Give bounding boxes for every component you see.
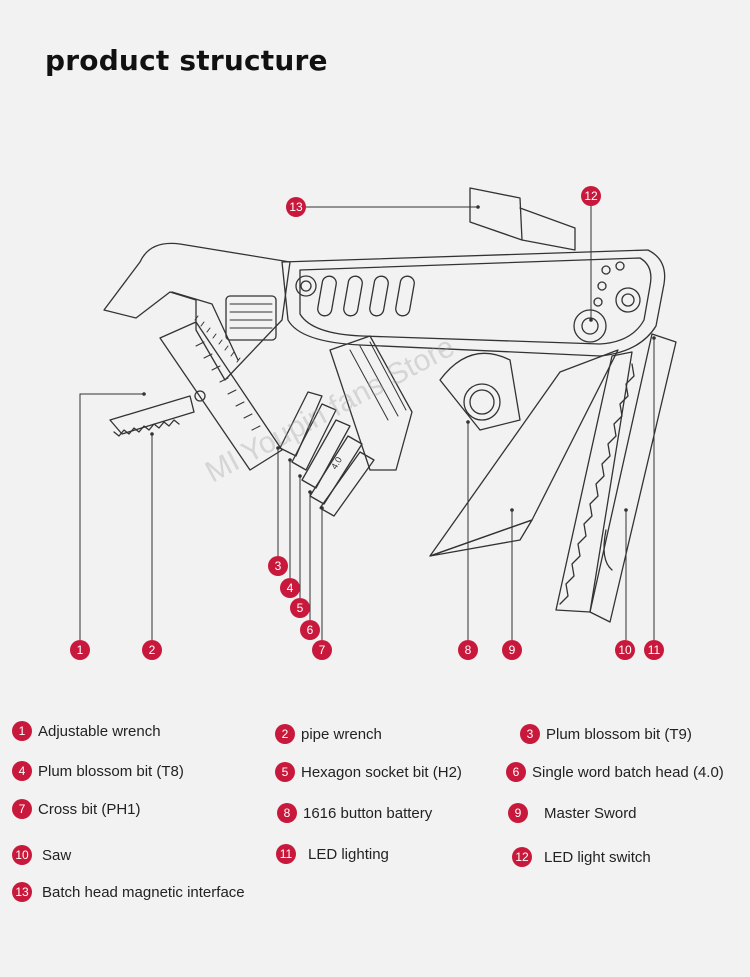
legend-label: Cross bit (PH1) (38, 800, 141, 818)
callout-badge-5: 5 (290, 598, 310, 618)
legend-badge: 5 (275, 762, 295, 782)
legend-label: Hexagon socket bit (H2) (301, 763, 462, 781)
bit-t8-shape (291, 403, 337, 471)
legend-item-3: 3 Plum blossom bit (T9) (520, 724, 692, 744)
battery-housing-shape (439, 352, 521, 431)
callout-badge-9: 9 (502, 640, 522, 660)
handle-shape (281, 249, 666, 357)
legend-item-8: 8 1616 button battery (277, 803, 432, 823)
bit-mark-text: 4.0 (329, 455, 344, 471)
legend-badge: 7 (12, 799, 32, 819)
legend-badge: 12 (512, 847, 532, 867)
callout-badge-10: 10 (615, 640, 635, 660)
legend-label: Plum blossom bit (T8) (38, 762, 184, 780)
legend-label: Adjustable wrench (38, 722, 161, 740)
legend-badge: 8 (277, 803, 297, 823)
legend-badge: 6 (506, 762, 526, 782)
wrench-head-shape (103, 242, 291, 381)
legend-badge: 1 (12, 721, 32, 741)
legend-label: Plum blossom bit (T9) (546, 725, 692, 743)
legend-item-10: 10 Saw (12, 845, 71, 865)
bit-holder-shape (329, 335, 413, 471)
legend-item-7: 7 Cross bit (PH1) (12, 799, 141, 819)
legend-item-1: 1 Adjustable wrench (12, 721, 161, 741)
legend-item-13: 13 Batch head magnetic interface (12, 882, 245, 902)
page-title: product structure (45, 44, 328, 77)
legend-badge: 4 (12, 761, 32, 781)
callout-badge-6: 6 (300, 620, 320, 640)
tool-diagram: 4.0 (79, 187, 677, 640)
callout-badge-3: 3 (268, 556, 288, 576)
blade-shape (429, 349, 619, 557)
legend-item-2: 2 pipe wrench (275, 724, 382, 744)
callout-badge-4: 4 (280, 578, 300, 598)
bit-t9-shape (279, 391, 323, 457)
legend-item-6: 6 Single word batch head (4.0) (506, 762, 724, 782)
legend-item-11: 11 LED lighting (276, 844, 389, 864)
legend-badge: 13 (12, 882, 32, 902)
legend-label: LED lighting (308, 845, 389, 863)
legend-label: 1616 button battery (303, 804, 433, 822)
legend-label: LED light switch (544, 848, 651, 866)
legend-label: Master Sword (544, 804, 637, 822)
legend-badge: 2 (275, 724, 295, 744)
legend-badge: 10 (12, 845, 32, 865)
legend-label: Single word batch head (4.0) (532, 763, 724, 781)
bit-slot-shape (309, 435, 363, 505)
bit-ph1-shape (319, 451, 375, 517)
legend-item-4: 4 Plum blossom bit (T8) (12, 761, 184, 781)
callout-badge-8: 8 (458, 640, 478, 660)
callout-badge-13: 13 (286, 197, 306, 217)
saw-shape (555, 351, 633, 613)
legend-item-5: 5 Hexagon socket bit (H2) (275, 762, 462, 782)
legend-label: Saw (42, 846, 72, 864)
callout-badge-7: 7 (312, 640, 332, 660)
legend-badge: 9 (508, 803, 528, 823)
legend-badge: 11 (276, 844, 296, 864)
callout-badge-2: 2 (142, 640, 162, 660)
callout-badge-12: 12 (581, 186, 601, 206)
legend-item-12: 12 LED light switch (512, 847, 651, 867)
legend-label: Batch head magnetic interface (42, 883, 245, 901)
led-blade-shape (589, 333, 677, 623)
pipe-wrench-shape (159, 321, 283, 471)
bit-h2-shape (301, 419, 351, 489)
callout-badge-11: 11 (644, 640, 664, 660)
magnetic-bit-shape (469, 187, 523, 241)
legend-badge: 3 (520, 724, 540, 744)
callout-badge-1: 1 (70, 640, 90, 660)
legend-label: pipe wrench (301, 725, 382, 743)
legend-item-9: 9 Master Sword (508, 803, 637, 823)
